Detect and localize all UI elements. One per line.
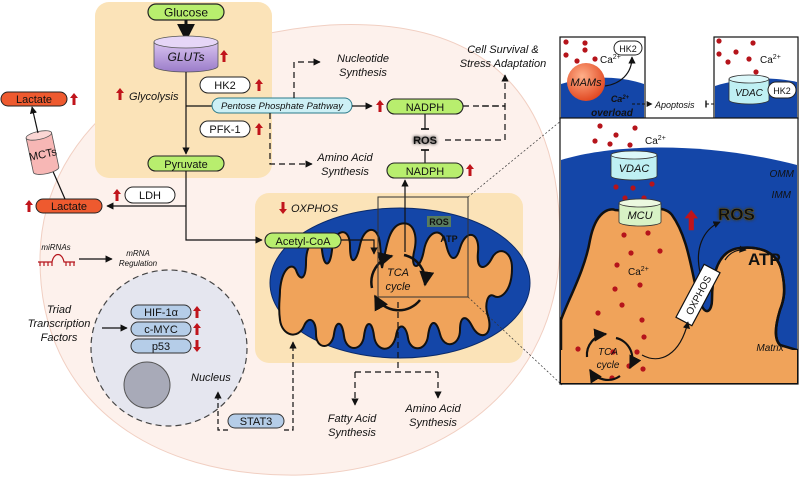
glycolysis-label: Glycolysis [129, 91, 179, 103]
hk2-left-label: HK2 [619, 44, 637, 54]
lactate-inner-label: Lactate [51, 201, 87, 213]
pyruvate-node: Pyruvate [147, 155, 225, 172]
lactate-outer-up-arrow-icon [70, 93, 78, 105]
omm-label: OMM [770, 169, 795, 180]
nadph-bottom-label: NADPH [406, 166, 445, 178]
apoptosis-label: Apoptosis [654, 100, 695, 110]
fatty-acid-label-2: Synthesis [328, 427, 376, 439]
gluts-label: GLUTs [168, 50, 205, 64]
hk2-right-label: HK2 [773, 86, 791, 96]
cell-survival-label-2: Stress Adaptation [460, 58, 546, 70]
tf-p53: p53 [130, 338, 192, 354]
ca-right-label: Ca2+ [760, 54, 781, 66]
mcts-label: MCTs [28, 146, 58, 164]
vdac-main-label: VDAC [619, 163, 650, 175]
inset-tca-cycle-icon [585, 328, 642, 384]
nadph-bottom-node: NADPH [386, 162, 464, 179]
cell-survival-label-1: Cell Survival & [467, 44, 539, 56]
calcium-dots-main [575, 123, 663, 381]
mrna-regulation-label-1: mRNA [126, 249, 150, 258]
lactate-inner-node: Lactate [35, 198, 103, 214]
triad-label-1: Triad [47, 304, 72, 316]
acetyl-coa-label: Acetyl-CoA [275, 236, 331, 248]
inset-ros-label: ROS [718, 205, 755, 224]
pfk1-node: PFK-1 [199, 120, 251, 138]
oxphos-label: OXPHOS [291, 203, 339, 215]
matrix-label: Matrix [756, 343, 784, 354]
stat3-label: STAT3 [240, 416, 273, 428]
ros-top-label: ROS [413, 135, 437, 147]
inset-tca-label-2: cycle [597, 360, 620, 371]
amino-acid-synthesis-top-1: Amino Acid [316, 152, 373, 164]
ldh-node: LDH [124, 186, 176, 204]
glucose-label: Glucose [164, 6, 208, 20]
mams-sphere [567, 63, 605, 101]
tca-cycle-icon [370, 251, 435, 312]
ppp-label: Pentose Phosphate Pathway [221, 101, 344, 112]
stat3-node: STAT3 [227, 413, 285, 429]
nucleotide-synthesis-label-2: Synthesis [339, 67, 387, 79]
nucleus-label: Nucleus [191, 372, 231, 384]
overload-label-2: overload [591, 108, 634, 119]
ca-mid-main-label: Ca2+ [628, 266, 649, 278]
tf-hif1a-label: HIF-1α [144, 307, 179, 319]
mcu-label: MCU [627, 210, 652, 222]
glucose-node: Glucose [147, 3, 225, 21]
nadph-top-node: NADPH [386, 98, 464, 115]
mrna-regulation-label-2: Regulation [119, 259, 158, 268]
mirna-icon [38, 253, 75, 266]
pfk1-label: PFK-1 [209, 124, 240, 136]
inset-vdac-panel: Ca2+ VDAC HK2 [713, 36, 799, 120]
acetyl-coa-node: Acetyl-CoA [264, 232, 342, 249]
mito-atp-label: ATP [440, 234, 457, 244]
gluts-transporter: GLUTs [153, 35, 219, 73]
imm-label: IMM [772, 190, 792, 201]
inset-tca-label-1: TCA [598, 347, 618, 358]
calcium-dots-right [716, 38, 759, 75]
inset-mams-panel: Ca2+ HK2 MAMs Ca2+ overload [559, 36, 646, 120]
tca-label-1: TCA [387, 267, 409, 279]
mitochondrion-matrix [278, 222, 514, 350]
tf-cmyc-label: c-MYC [144, 324, 178, 336]
tf-p53-label: p53 [152, 341, 170, 353]
mirnas-label: miRNAs [41, 243, 70, 252]
tf-hif1a: HIF-1α [130, 304, 192, 320]
tca-label-2: cycle [385, 281, 410, 293]
triad-label-2: Transcription [28, 318, 91, 330]
amino-acid-synthesis-top-2: Synthesis [321, 166, 369, 178]
lactate-outer-node: Lactate [0, 91, 68, 107]
vdac-top-label: VDAC [735, 88, 764, 99]
nadph-top-label: NADPH [406, 102, 445, 114]
mams-label: MAMs [570, 77, 602, 89]
lactate-outer-label: Lactate [16, 94, 52, 106]
ldh-label: LDH [139, 190, 161, 202]
nucleotide-synthesis-label-1: Nucleotide [337, 53, 389, 65]
mcts-transporter: MCTs [25, 130, 60, 175]
nucleolus-shape [123, 361, 171, 409]
inset-main-panel: Ca2+ VDAC OMM IMM MCU ROS ATP Ca2+ OXPHO… [559, 117, 799, 385]
triad-label-3: Factors [41, 332, 78, 344]
mito-ros-label: ROS [429, 217, 449, 227]
hk2-node: HK2 [199, 76, 251, 94]
ca-top-main-label: Ca2+ [645, 135, 666, 147]
pyruvate-label: Pyruvate [164, 159, 207, 171]
pentose-phosphate-pathway-node: Pentose Phosphate Pathway [211, 97, 353, 114]
overload-label-1: Ca2+ [611, 94, 630, 104]
zoom-region-box [377, 196, 469, 298]
calcium-dots-left [563, 39, 598, 64]
inset-atp-label: ATP [748, 250, 781, 269]
amino-acid-bottom-1: Amino Acid [404, 403, 461, 415]
fatty-acid-label-1: Fatty Acid [328, 413, 377, 425]
ca-left-label: Ca2+ [600, 54, 621, 66]
lactate-inner-up-arrow-icon [25, 200, 33, 212]
amino-acid-bottom-2: Synthesis [409, 417, 457, 429]
tf-cmyc: c-MYC [130, 321, 192, 337]
hk2-label: HK2 [214, 80, 235, 92]
